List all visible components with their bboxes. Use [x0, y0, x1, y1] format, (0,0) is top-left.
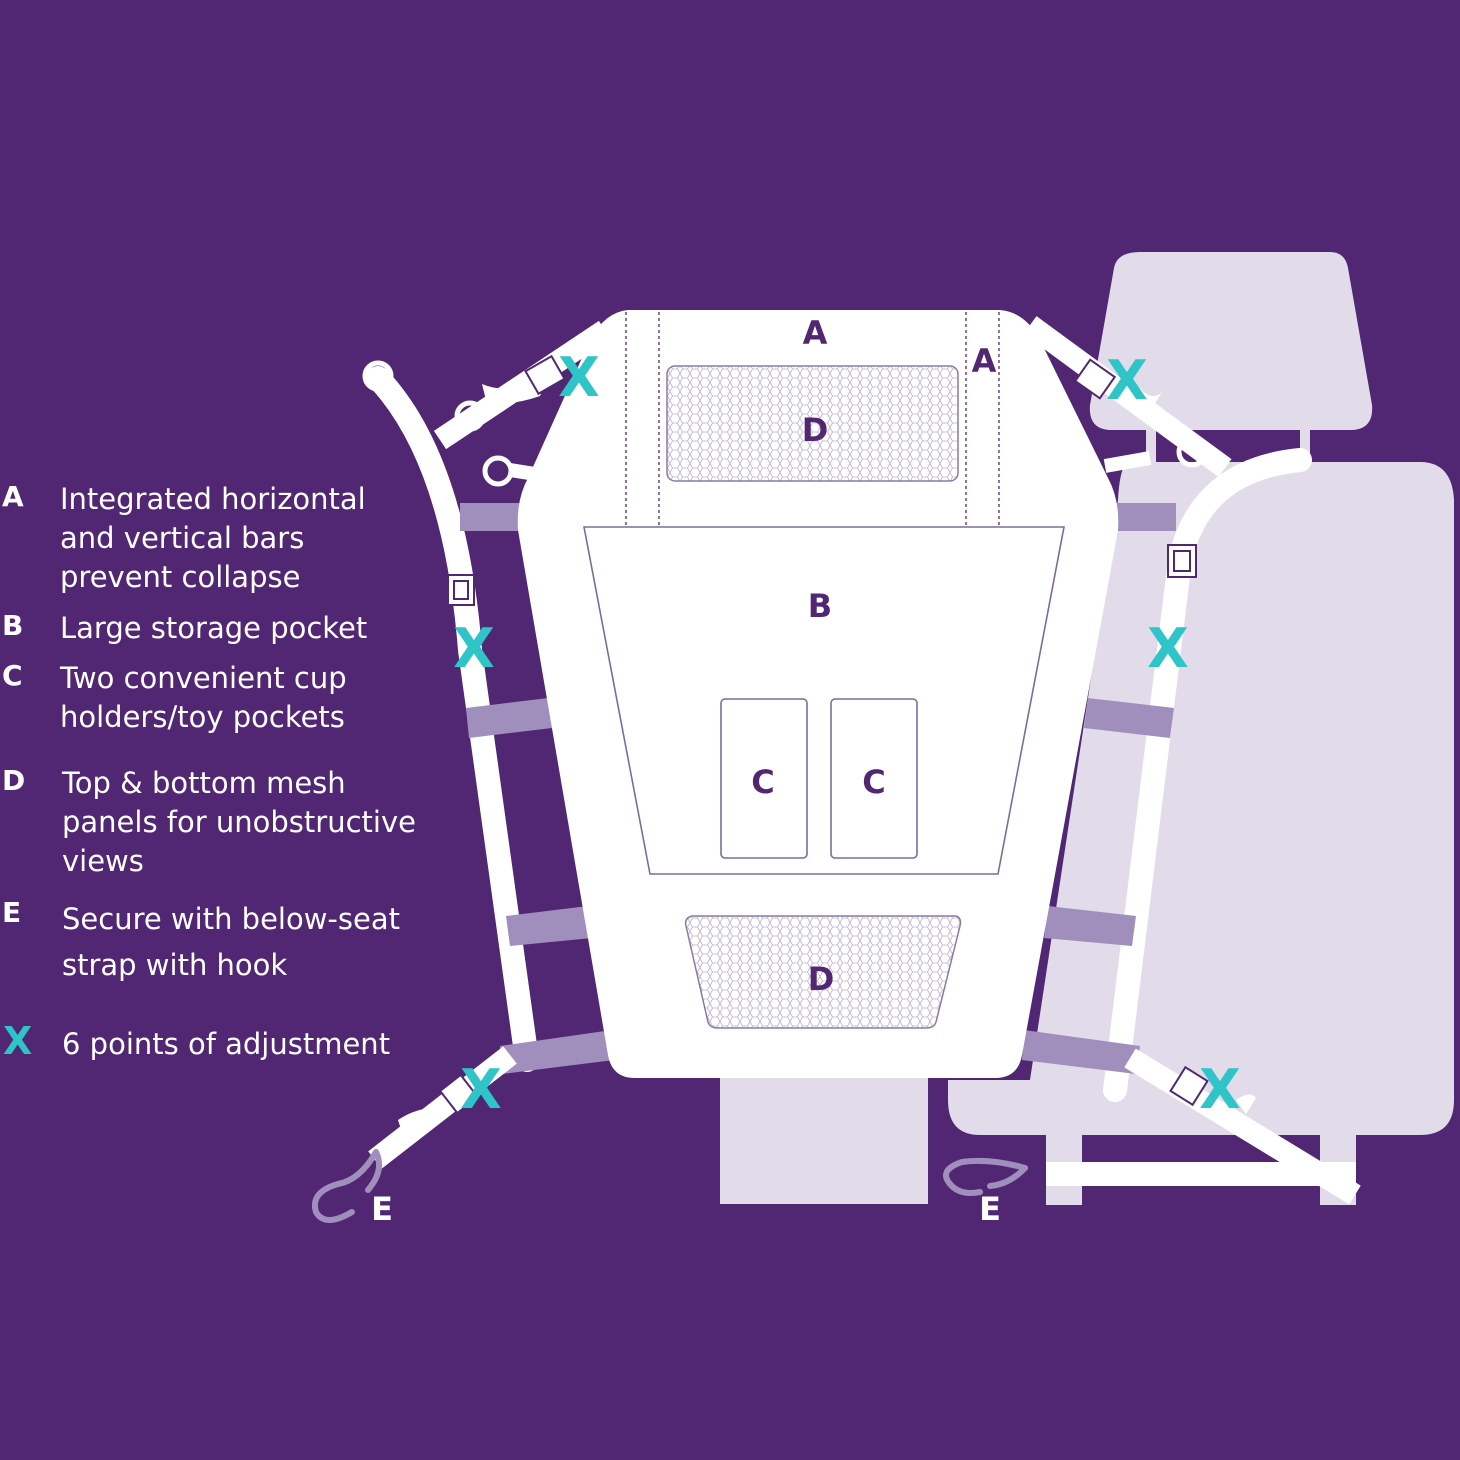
bottom-left-strap [368, 1046, 517, 1169]
legend-text: 6 points of adjustment [62, 1027, 391, 1061]
top-mesh-panel [666, 365, 959, 482]
headrest-post-left [1146, 430, 1156, 470]
legend-key: A [2, 480, 24, 513]
left-vertical-strap [362, 360, 539, 1072]
storage-pocket [583, 526, 1065, 875]
label-d-bottom: D [808, 960, 835, 998]
bottom-right-strap [1124, 1048, 1361, 1205]
legend-key-adjust: X [3, 1019, 33, 1063]
legend-text: Top & bottom mesh panels for unobstructi… [62, 766, 416, 878]
hook-left [312, 1149, 383, 1223]
hook-right [943, 1157, 1028, 1196]
label-b: B [808, 587, 832, 625]
legend-text: Large storage pocket [60, 611, 368, 645]
horizontal-bands [460, 503, 1176, 1074]
cup-holder-right [830, 698, 918, 859]
label-c-left: C [751, 763, 774, 801]
cup-holder-left [720, 698, 808, 859]
adjust-mark-bottom-right: X [1199, 1058, 1241, 1121]
legend-text: Integrated horizontal and vertical bars … [60, 482, 366, 594]
adjust-mark-top-right: X [1106, 349, 1148, 412]
adjust-mark-mid-right: X [1147, 617, 1189, 680]
legend-text: Two convenient cup holders/toy pockets [60, 661, 347, 734]
legend-text: Secure with below-seat strap with hook [62, 902, 400, 982]
seat-base-left [720, 1078, 928, 1204]
adjust-mark-top-left: X [558, 346, 600, 409]
vertical-bars [625, 312, 1000, 528]
legend-key: C [2, 659, 23, 692]
seat-headrest [1089, 252, 1373, 430]
top-right-strap [1023, 316, 1232, 477]
label-a-top: A [803, 314, 828, 352]
legend-key: E [2, 896, 22, 929]
right-vertical-strap [1103, 448, 1312, 1102]
label-e-left: E [371, 1190, 393, 1228]
label-a-side: A [972, 342, 997, 380]
label-e-right: E [979, 1190, 1001, 1228]
legend-key: B [2, 609, 24, 642]
bottom-mesh-panel [684, 915, 962, 1029]
legend-key: D [2, 764, 26, 797]
adjust-mark-mid-left: X [453, 617, 495, 680]
label-c-right: C [862, 763, 885, 801]
seat-back [948, 462, 1454, 1135]
label-d-top: D [802, 411, 829, 449]
adjust-mark-bottom-left: X [460, 1058, 502, 1121]
legend: A Integrated horizontal and vertical bar… [0, 0, 460, 1460]
